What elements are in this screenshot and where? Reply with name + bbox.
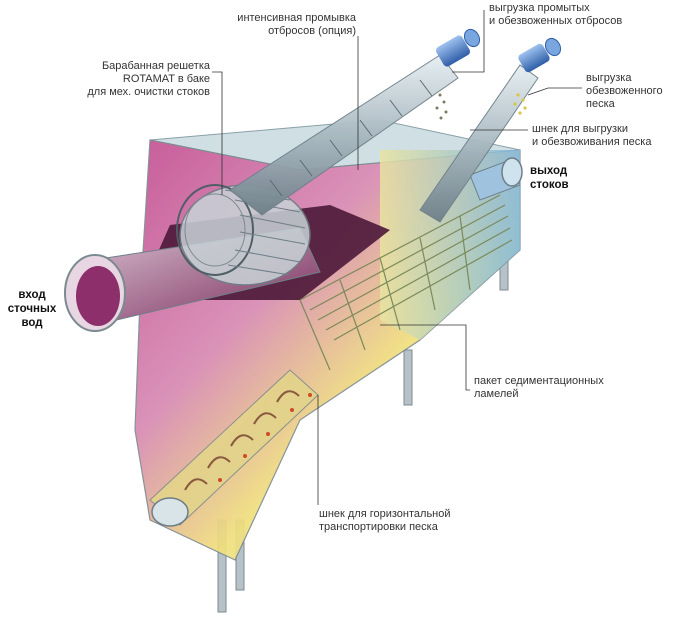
label-drum-screen: Барабанная решетка ROTAMAT в баке для ме…: [70, 60, 210, 99]
label-line: сточных: [7, 303, 57, 315]
label-line: выгрузка: [586, 72, 632, 84]
label-line: и обезвоженных отбросов: [489, 15, 623, 27]
label-line: шнек для выгрузки: [532, 123, 628, 135]
label-line: ламелей: [474, 388, 519, 400]
label-intensive-wash: интенсивная промывка отбросов (опция): [224, 12, 356, 38]
label-line: отбросов (опция): [268, 25, 356, 37]
label-line: пакет седиментационных: [474, 375, 604, 387]
label-line: стоков: [530, 179, 569, 191]
label-line: для мех. очистки стоков: [87, 86, 210, 98]
label-line: интенсивная промывка: [237, 12, 356, 24]
label-line: ROTAMAT в баке: [122, 73, 210, 85]
sand-screw-conveyor: [419, 37, 562, 223]
horizontal-sand-screw: [149, 369, 319, 527]
lamella-pack: [299, 194, 513, 371]
label-inlet: вход сточных вод: [2, 288, 62, 330]
label-line: обезвоженного: [586, 85, 663, 97]
label-line: песка: [586, 98, 615, 110]
label-line: транспортировки песка: [319, 521, 438, 533]
label-line: выход: [530, 165, 568, 177]
leader-lines: [212, 10, 582, 505]
label-line: и обезвоживания песка: [532, 136, 652, 148]
label-horizontal-screw: шнек для горизонтальной транспортировки …: [319, 508, 451, 534]
label-lamella-pack: пакет седиментационных ламелей: [474, 375, 604, 401]
label-line: вход: [18, 289, 46, 301]
label-line: вод: [21, 317, 43, 329]
label-sand-screw: шнек для выгрузки и обезвоживания песка: [532, 123, 651, 149]
outlet-pipe: [469, 157, 523, 201]
label-line: выгрузка промытых: [489, 2, 590, 14]
label-washed-screenings: выгрузка промытых и обезвоженных отбросо…: [489, 2, 622, 28]
screenings-screw-conveyor: [229, 28, 481, 216]
label-outlet: выход стоков: [530, 164, 569, 192]
label-line: Барабанная решетка: [101, 60, 210, 72]
label-dewatered-sand: выгрузка обезвоженного песка: [586, 72, 663, 111]
label-line: шнек для горизонтальной: [319, 508, 451, 520]
